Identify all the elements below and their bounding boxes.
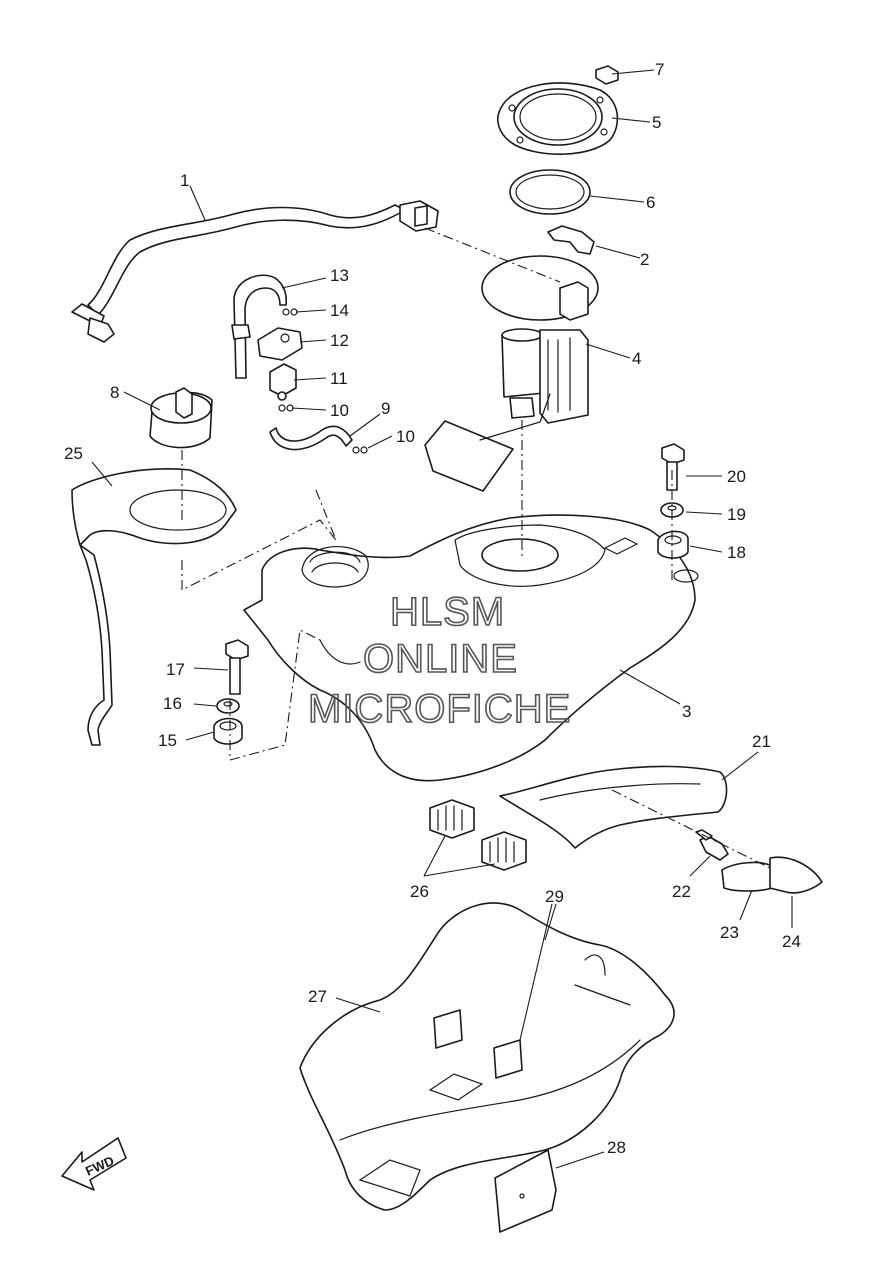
part-27-under-cover [299, 902, 675, 1211]
part-8-filler-cap [149, 387, 213, 449]
label-7: 7 [655, 60, 664, 79]
label-13: 13 [330, 266, 349, 285]
part-6-gasket [509, 169, 591, 215]
label-14: 14 [330, 301, 349, 320]
part-21-heat-shield [499, 765, 728, 849]
part-20-bolt [661, 443, 685, 491]
leader-lines [91, 69, 793, 1169]
label-10-lower: 10 [396, 427, 415, 446]
assembly-lines [181, 227, 771, 869]
part-10-clip-upper [278, 404, 294, 412]
part-28-plate [494, 1149, 557, 1233]
label-24: 24 [782, 932, 801, 951]
label-26: 26 [410, 882, 429, 901]
part-10-clip-lower [352, 446, 368, 454]
watermark-line-1: HLSM [390, 590, 505, 634]
part-3-fuel-tank [243, 514, 699, 782]
part-13-breather-hose [231, 274, 288, 379]
part-29-pad-upper [433, 1009, 463, 1049]
part-23-protector [721, 861, 773, 892]
part-7-bolt [595, 65, 619, 85]
part-number-labels: 1 2 3 4 5 6 7 8 9 10 10 11 12 13 14 15 1… [64, 60, 801, 1157]
label-15: 15 [158, 731, 177, 750]
part-26-damper-left [429, 799, 475, 839]
part-5-retainer-plate [497, 82, 619, 155]
part-9-hose [269, 425, 353, 451]
part-25-filler-tray [71, 468, 237, 746]
label-29: 29 [545, 887, 564, 906]
label-1: 1 [180, 171, 189, 190]
part-16-collar [216, 698, 240, 714]
label-19: 19 [727, 505, 746, 524]
label-20: 20 [727, 467, 746, 486]
label-17: 17 [166, 660, 185, 679]
part-26-damper-right [481, 831, 527, 871]
part-2-clamp [547, 225, 595, 255]
label-8: 8 [110, 383, 119, 402]
part-17-bolt [225, 639, 249, 695]
label-5: 5 [652, 113, 661, 132]
part-12-bracket [257, 327, 303, 361]
label-16: 16 [163, 694, 182, 713]
watermark: HLSM ONLINE MICROFICHE [307, 589, 571, 732]
label-2: 2 [640, 250, 649, 269]
part-29-pad-lower [493, 1039, 523, 1079]
part-11-valve [269, 363, 297, 401]
part-1-fuel-hose [71, 200, 439, 343]
label-23: 23 [720, 923, 739, 942]
label-3: 3 [682, 702, 691, 721]
label-9: 9 [381, 399, 390, 418]
label-22: 22 [672, 882, 691, 901]
label-11: 11 [330, 369, 348, 388]
part-4-fuel-pump [424, 255, 599, 492]
label-6: 6 [646, 193, 655, 212]
label-28: 28 [607, 1138, 626, 1157]
label-27: 27 [308, 987, 327, 1006]
part-18-damper [657, 530, 689, 559]
label-12: 12 [330, 331, 349, 350]
watermark-line-3: MICROFICHE [308, 687, 571, 731]
label-25: 25 [64, 444, 83, 463]
part-15-damper [213, 717, 243, 745]
fwd-arrow-icon: FWD [61, 1137, 127, 1191]
part-24-clip [769, 856, 823, 894]
part-14-clip [282, 308, 298, 316]
label-10-upper: 10 [330, 401, 349, 420]
label-4: 4 [632, 349, 641, 368]
watermark-line-2: ONLINE [363, 637, 518, 681]
label-21: 21 [752, 732, 771, 751]
label-18: 18 [727, 543, 746, 562]
